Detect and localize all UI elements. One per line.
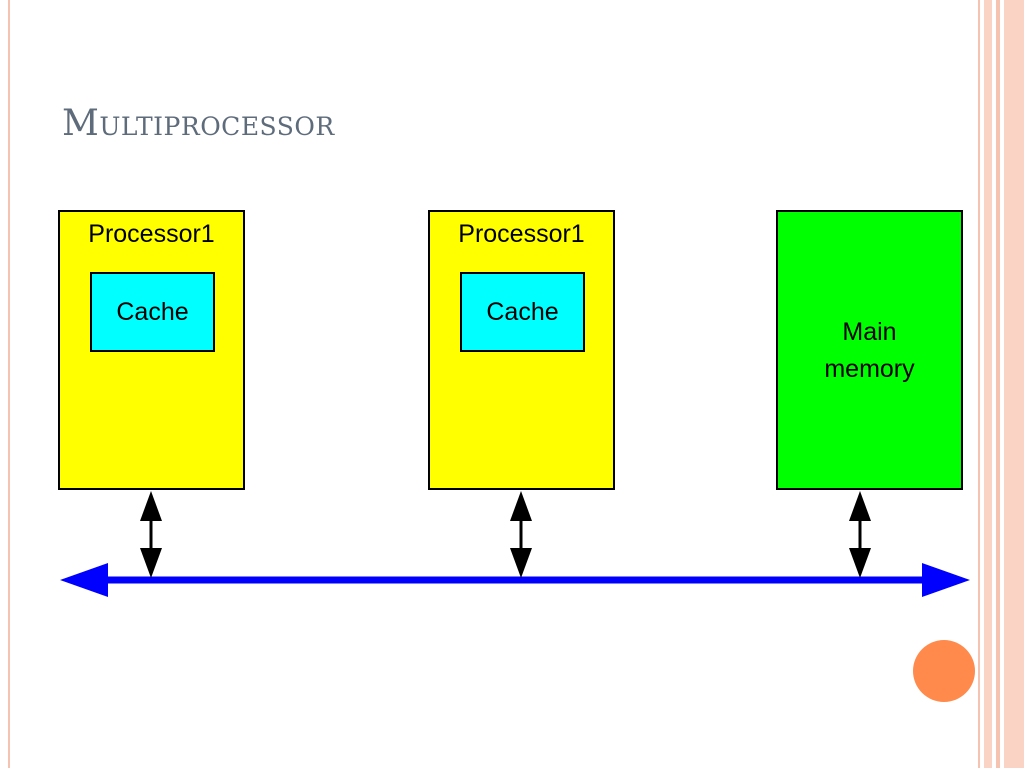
left-border-line <box>8 0 10 768</box>
cache-block-1: Cache <box>90 272 215 352</box>
connector-3-arrowhead-up <box>849 491 871 521</box>
accent-dot <box>913 640 975 702</box>
main-memory-label-line-1: Main <box>842 318 897 346</box>
connector-2-arrowhead-down <box>510 548 532 578</box>
processor-label-1: Processor1 <box>88 220 215 248</box>
right-border-stripes <box>978 0 1024 768</box>
bus-arrowhead-left <box>60 563 108 597</box>
connector-processor-2 <box>510 491 532 578</box>
connector-processor-1 <box>140 491 162 578</box>
main-memory-label: Main memory <box>824 314 914 388</box>
processor-label-2: Processor1 <box>458 220 585 248</box>
processor-block-1: Processor1 Cache <box>58 210 245 490</box>
cache-block-2: Cache <box>460 272 585 352</box>
processor-block-2: Processor1 Cache <box>428 210 615 490</box>
main-memory-block: Main memory <box>776 210 963 490</box>
connector-3-arrowhead-down <box>849 548 871 578</box>
system-bus <box>60 563 970 597</box>
connector-1-arrowhead-down <box>140 548 162 578</box>
main-memory-label-line-2: memory <box>824 355 915 383</box>
connector-1-arrowhead-up <box>140 491 162 521</box>
connector-memory <box>849 491 871 578</box>
bus-arrowhead-right <box>922 563 970 597</box>
cache-label-1: Cache <box>116 297 189 326</box>
connector-2-arrowhead-up <box>510 491 532 521</box>
cache-label-2: Cache <box>486 297 559 326</box>
slide-title: Multiprocessor <box>62 103 335 144</box>
